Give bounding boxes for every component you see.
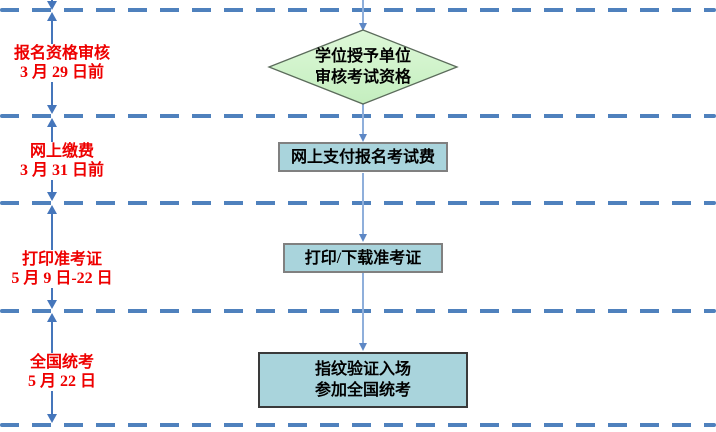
down-arrowhead-icon bbox=[47, 1, 57, 10]
process-node-pay-fee: 网上支付报名考试费 bbox=[278, 142, 448, 172]
stage-label-title: 全国统考 bbox=[29, 354, 94, 371]
stage-label-date: 3 月 31 日前 bbox=[19, 162, 104, 179]
up-arrowhead-icon bbox=[47, 12, 57, 21]
section-divider bbox=[0, 423, 716, 427]
connector-line bbox=[362, 104, 364, 135]
decision-node-line1: 学位授予单位 bbox=[314, 48, 411, 65]
decision-node-line2: 审核考试资格 bbox=[314, 69, 411, 86]
connector-arrowhead-icon bbox=[359, 23, 367, 31]
stage-label-qualification-review: 报名资格审核 3 月 29 日前 bbox=[0, 44, 124, 82]
decision-node: 学位授予单位 审核考试资格 bbox=[266, 28, 460, 106]
up-arrowhead-icon bbox=[47, 118, 57, 127]
down-arrowhead-icon bbox=[47, 414, 57, 423]
up-arrowhead-icon bbox=[47, 313, 57, 322]
stage-label-title: 打印准考证 bbox=[21, 251, 102, 268]
down-arrowhead-icon bbox=[47, 300, 57, 309]
connector-arrowhead-icon bbox=[359, 234, 367, 242]
process-node-line1: 指纹验证入场 bbox=[314, 361, 411, 378]
connector-arrowhead-icon bbox=[359, 343, 367, 351]
stage-label-date: 5 月 9 日-22 日 bbox=[11, 270, 113, 287]
down-arrowhead-icon bbox=[47, 105, 57, 114]
section-divider bbox=[0, 201, 716, 205]
section-divider bbox=[0, 8, 716, 12]
process-node-label: 网上支付报名考试费 bbox=[290, 148, 435, 166]
stage-label-print-admission-ticket: 打印准考证 5 月 9 日-22 日 bbox=[0, 250, 124, 288]
connector-line bbox=[362, 0, 364, 24]
stage-label-date: 3 月 29 日前 bbox=[19, 64, 104, 81]
process-node-label: 打印/下载准考证 bbox=[304, 249, 422, 267]
decision-diamond-shape bbox=[267, 29, 459, 105]
connector-line bbox=[362, 273, 364, 344]
process-node-take-exam: 指纹验证入场 参加全国统考 bbox=[258, 352, 468, 408]
connector-arrowhead-icon bbox=[359, 134, 367, 142]
up-arrowhead-icon bbox=[47, 205, 57, 214]
stage-label-title: 网上缴费 bbox=[29, 143, 94, 160]
section-divider bbox=[0, 309, 716, 313]
stage-label-national-exam: 全国统考 5 月 22 日 bbox=[0, 353, 124, 391]
process-node-line2: 参加全国统考 bbox=[314, 382, 411, 399]
stage-label-online-payment: 网上缴费 3 月 31 日前 bbox=[0, 142, 124, 180]
section-divider bbox=[0, 114, 716, 118]
stage-label-title: 报名资格审核 bbox=[13, 45, 110, 62]
connector-line bbox=[362, 173, 364, 235]
down-arrowhead-icon bbox=[47, 192, 57, 201]
process-node-print-ticket: 打印/下载准考证 bbox=[283, 243, 443, 273]
stage-label-date: 5 月 22 日 bbox=[27, 373, 96, 390]
